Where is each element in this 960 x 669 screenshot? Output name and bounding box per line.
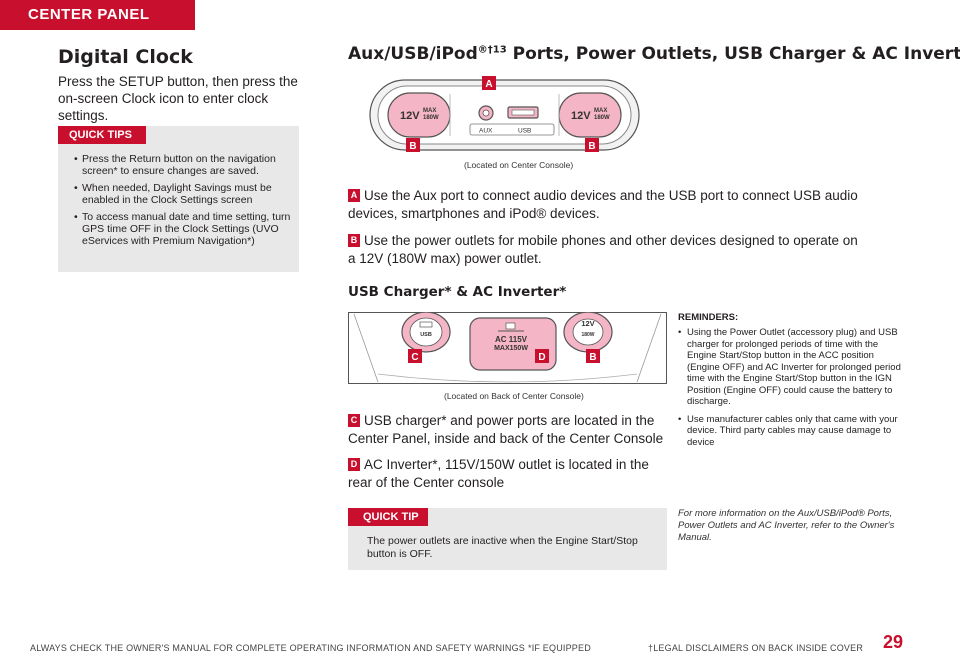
svg-text:A: A (485, 79, 492, 90)
quick-tips-list: Press the Return button on the navigatio… (74, 153, 292, 252)
outlet-watt-label: 180W (594, 115, 610, 121)
quick-tip-label: QUICK TIP (348, 508, 428, 526)
svg-text:B: B (588, 141, 595, 152)
back-console-figure: USB AC 115V MAX150W 12V 180W C D B (348, 312, 667, 384)
svg-text:B: B (589, 352, 596, 363)
ports-title-main: Aux/USB/iPod (348, 44, 478, 64)
outlet-max-label: MAX (423, 108, 436, 114)
usb-label: USB (518, 128, 531, 135)
item-c-text: USB charger* and power ports are located… (348, 413, 664, 446)
power-outlet-right: 12V MAX 180W (558, 92, 622, 138)
section-tab: CENTER PANEL (0, 0, 195, 30)
usb-charger-label: USB (420, 332, 432, 338)
svg-text:B: B (409, 141, 416, 152)
ports-title: Aux/USB/iPod®†13 Ports, Power Outlets, U… (348, 44, 960, 64)
marker-b-left: B (406, 138, 420, 152)
marker-a: A (482, 76, 496, 90)
digital-clock-title: Digital Clock (58, 46, 193, 68)
figure1-caption: (Located on Center Console) (464, 160, 574, 170)
marker-b: B (586, 349, 600, 363)
page-number: 29 (883, 632, 904, 652)
svg-text:D: D (538, 352, 545, 363)
footer-legal: †LEGAL DISCLAIMERS ON BACK INSIDE COVER (648, 643, 864, 653)
reminder-item: Using the Power Outlet (accessory plug) … (678, 327, 904, 408)
reminders-list: Using the Power Outlet (accessory plug) … (678, 327, 904, 454)
quick-tips-label: QUICK TIPS (58, 126, 146, 144)
ports-title-rest: Ports, Power Outlets, USB Charger & AC I… (506, 44, 960, 64)
outlet-12v-label: 12V (581, 319, 594, 328)
marker-d-label: D (348, 458, 360, 471)
ac-inverter-max: MAX150W (494, 345, 528, 352)
outlet-180w-label: 180W (581, 332, 594, 338)
marker-d: D (535, 349, 549, 363)
more-info-note: For more information on the Aux/USB/iPod… (678, 508, 895, 543)
item-d-text: AC Inverter*, 115V/150W outlet is locate… (348, 457, 649, 490)
marker-a-label: A (348, 189, 360, 202)
svg-text:C: C (411, 352, 418, 363)
quick-tip-text: The power outlets are inactive when the … (367, 535, 638, 560)
marker-c: C (408, 349, 422, 363)
marker-b-label: B (348, 234, 360, 247)
ports-title-sup: ®†13 (477, 44, 507, 56)
quick-tip-item: Press the Return button on the navigatio… (74, 153, 292, 177)
outlet-max-label: MAX (594, 108, 607, 114)
outlet-watt-label: 180W (423, 115, 439, 121)
outlet-volt-label: 12V (571, 110, 591, 122)
power-outlet-left: 12V MAX 180W (387, 92, 451, 138)
item-a-text: Use the Aux port to connect audio device… (348, 188, 858, 221)
reminder-item: Use manufacturer cables only that came w… (678, 414, 904, 449)
usb-charger-title: USB Charger* & AC Inverter* (348, 284, 567, 300)
power-outlet-12v: 12V 180W (563, 312, 613, 353)
ac-inverter-outlet: AC 115V MAX150W (469, 317, 557, 371)
reminders-title: REMINDERS: (678, 312, 739, 323)
center-console-ports-figure: 12V MAX 180W 12V MAX 180W AUX USB A B B (369, 76, 640, 152)
quick-tip-item: When needed, Daylight Savings must be en… (74, 182, 292, 206)
marker-b-right: B (585, 138, 599, 152)
digital-clock-intro: Press the SETUP button, then press the o… (58, 74, 298, 123)
quick-tip-item: To access manual date and time setting, … (74, 211, 292, 247)
footer-warning: ALWAYS CHECK THE OWNER'S MANUAL FOR COMP… (30, 643, 525, 653)
footer-if-equipped: *IF EQUIPPED (528, 643, 591, 653)
aux-label: AUX (479, 128, 493, 135)
item-b-text: Use the power outlets for mobile phones … (348, 233, 858, 266)
usb-charger-port: USB (401, 312, 451, 353)
ac-inverter-voltage: AC 115V (495, 335, 528, 344)
outlet-volt-label: 12V (400, 110, 420, 122)
marker-c-label: C (348, 414, 360, 427)
figure2-caption: (Located on Back of Center Console) (444, 391, 584, 401)
